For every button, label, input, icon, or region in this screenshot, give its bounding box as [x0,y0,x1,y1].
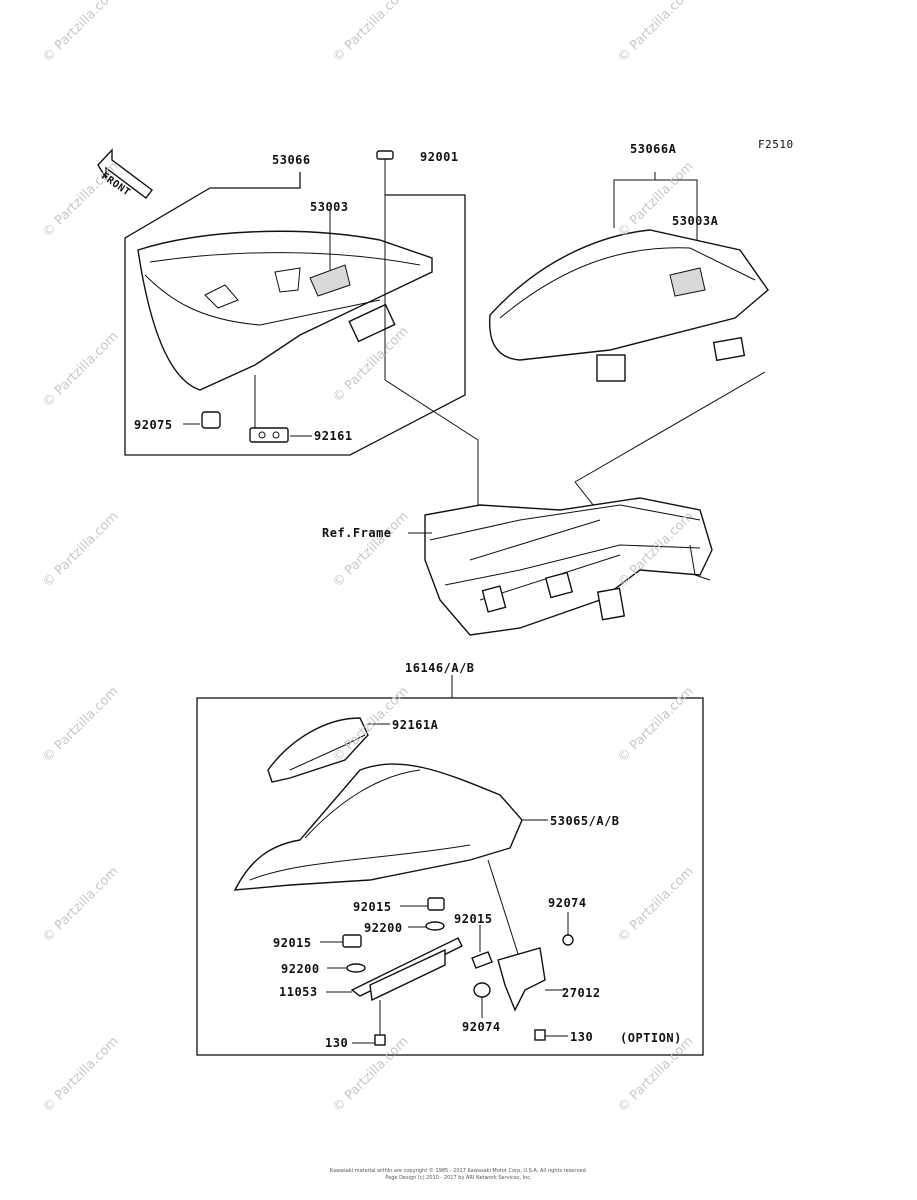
callout-27012: 27012 [562,986,601,1000]
callout-11053: 11053 [279,985,318,999]
cover-92161A [267,717,390,783]
callout-92075: 92075 [134,418,173,432]
callout-53003A: 53003A [672,214,719,228]
front-arrow-icon [97,148,153,199]
callout-53066: 53066 [272,153,311,167]
bolt-92001 [376,150,394,170]
callout-53003: 53003 [310,200,349,214]
callout-92074-b: 92074 [462,1020,501,1034]
copyright-line-1: Kawasaki material within are copyright ©… [329,1168,588,1174]
diagram-code: F2510 [758,138,794,151]
damper-92075 [201,411,221,429]
callout-92200-a: 92200 [364,921,403,935]
callout-ref-frame: Ref.Frame [322,526,392,540]
callout-92200-b: 92200 [281,962,320,976]
callout-92015-b: 92015 [454,912,493,926]
bracket-92161 [249,427,289,443]
callout-130-a: 130 [325,1036,349,1050]
callout-92074-a: 92074 [548,896,587,910]
callout-92001: 92001 [420,150,459,164]
seat-cover-53065 [233,763,548,961]
copyright-line-2: Page Design (c) 2010 - 2017 by ARI Netwo… [385,1175,532,1181]
hardware-bottom [320,897,574,1046]
callout-53066A: 53066A [630,142,677,156]
callout-92161A: 92161A [392,718,439,732]
callout-92015-a: 92015 [353,900,392,914]
callout-16146: 16146/A/B [405,661,475,675]
callout-130-b: 130 [570,1030,594,1044]
seat-group-bracket [124,172,466,456]
frame-reference [408,497,713,636]
seat-53066 [137,230,433,391]
option-kit-box [196,675,704,1056]
option-label: (OPTION) [620,1031,682,1045]
seat-53066A [488,172,769,521]
callout-53065: 53065/A/B [550,814,620,828]
callout-92015-c: 92015 [273,936,312,950]
callout-92161: 92161 [314,429,353,443]
